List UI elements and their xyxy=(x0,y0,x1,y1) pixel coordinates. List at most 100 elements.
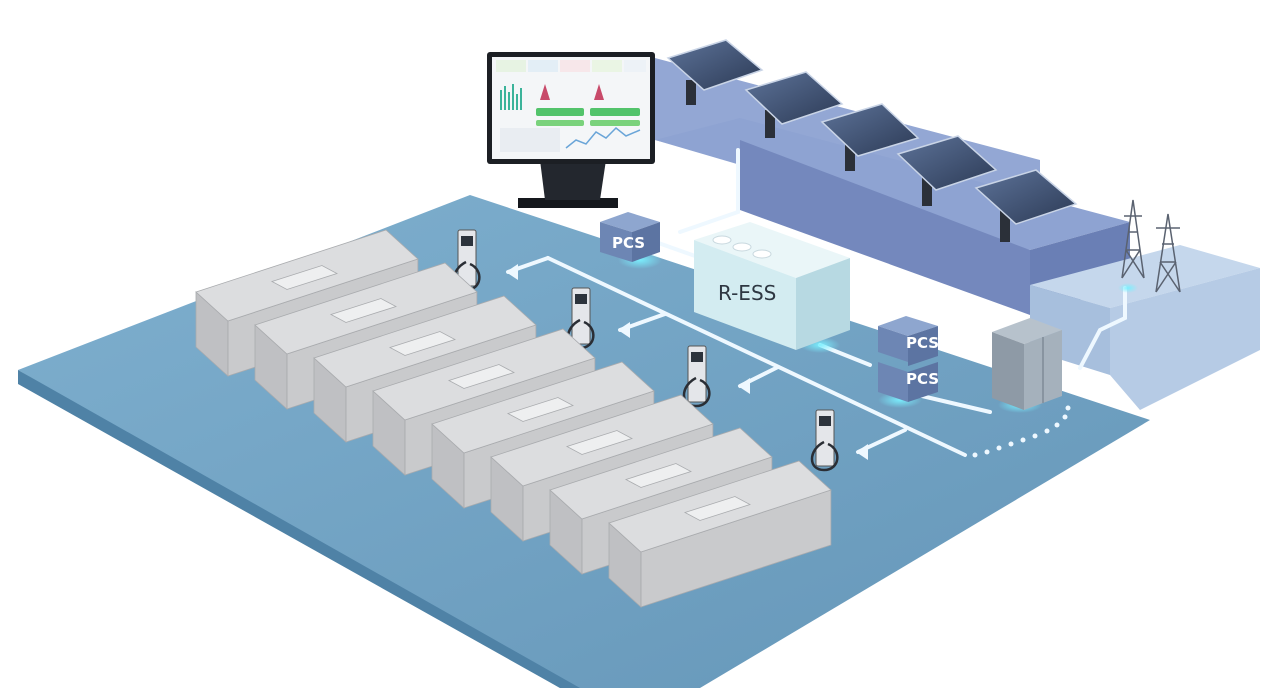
solar-panel-face xyxy=(896,135,998,191)
flow-main-diagonal xyxy=(546,256,967,457)
grid-dot xyxy=(972,452,978,458)
charger-cable xyxy=(682,376,711,408)
solar-panel-face xyxy=(744,71,844,125)
ui-bar xyxy=(520,88,522,110)
arrow-1 xyxy=(506,264,518,280)
solar-post xyxy=(686,80,696,105)
pcs-top xyxy=(600,212,660,232)
ev-charger-icon xyxy=(682,345,711,408)
tower-frame xyxy=(1121,199,1145,279)
ui-card xyxy=(592,60,622,72)
grid-dot xyxy=(1044,428,1050,434)
cabinet-front xyxy=(992,332,1024,410)
bus-roof-pack xyxy=(388,331,456,356)
grid-dot xyxy=(1032,433,1038,439)
flow-solar-down xyxy=(678,148,740,234)
charger-cable xyxy=(810,440,839,472)
switchgear-cabinet-icon xyxy=(992,318,1062,413)
grid-dot xyxy=(984,449,990,455)
ui-tower-mini xyxy=(540,84,550,100)
solar-panel-face xyxy=(820,103,920,157)
solar-platform-front xyxy=(740,140,1030,315)
pcs-front xyxy=(600,222,632,262)
bus-roof-pack xyxy=(624,463,692,488)
pcs-left-label: PCS xyxy=(612,234,645,252)
electric-bus-icon xyxy=(608,460,832,608)
dashboard-monitor-icon xyxy=(487,52,655,208)
transmission-tower-icon xyxy=(1121,199,1145,279)
grid-dot xyxy=(1054,422,1060,428)
ui-bar xyxy=(512,84,514,110)
bus-roof-pack xyxy=(683,496,751,521)
monitor-ui xyxy=(496,60,646,152)
charger-screen xyxy=(461,236,473,246)
ui-card xyxy=(528,60,558,72)
grid-dot xyxy=(1062,414,1068,420)
grid-dotted-line xyxy=(972,405,1071,458)
bus-roof-pack xyxy=(329,298,397,323)
tower-frame xyxy=(1155,213,1181,293)
arrow-3 xyxy=(738,378,750,394)
bus-fleet xyxy=(195,229,832,608)
ui-progress xyxy=(536,108,584,116)
solar-post xyxy=(1000,210,1010,242)
grid-dot xyxy=(1065,405,1071,411)
arrow-2 xyxy=(618,322,630,338)
charger-screen xyxy=(691,352,703,362)
ui-bar xyxy=(508,92,510,110)
bus-roof-pack xyxy=(447,364,515,389)
ui-bar xyxy=(504,86,506,110)
flow-arrowheads xyxy=(506,264,868,460)
cabinet-top xyxy=(992,318,1062,344)
bus-roof-pack xyxy=(565,430,633,455)
grid-platform-side xyxy=(1110,268,1260,410)
transmission-tower-icon xyxy=(1155,213,1181,293)
ev-charger-icon xyxy=(810,409,839,472)
ress-label: R-ESS xyxy=(718,281,776,305)
solar-post xyxy=(845,143,855,171)
bus-roof-pack xyxy=(270,265,338,290)
ress-front xyxy=(694,240,796,350)
pcs-upper-front xyxy=(878,326,908,362)
ui-card xyxy=(624,60,646,72)
ui-card xyxy=(560,60,590,72)
solar-panel-icon xyxy=(744,71,844,138)
ui-progress xyxy=(590,108,640,116)
monitor-stand xyxy=(540,160,606,200)
pcs-upper-side xyxy=(908,326,938,366)
solar-array xyxy=(666,39,1078,242)
ress-side xyxy=(796,258,850,350)
solar-panel-icon xyxy=(820,103,920,171)
grid-glow xyxy=(1118,283,1138,293)
grid-dot xyxy=(996,445,1002,451)
ui-bar xyxy=(516,94,518,110)
ui-bar-chart xyxy=(500,84,522,110)
charger-screen xyxy=(819,416,831,426)
pcs-right-bottom-label: PCS xyxy=(906,370,939,388)
pcs-side xyxy=(632,222,660,262)
pcs-unit-left: PCS xyxy=(600,212,662,269)
ress-unit: R-ESS xyxy=(694,222,850,353)
bus-roof-pack xyxy=(506,397,574,422)
grid-platform-top xyxy=(1030,245,1260,308)
pcs-unit-right-stack: PCS PCS xyxy=(878,316,939,408)
grid-dot xyxy=(1008,441,1014,447)
solar-panel-icon xyxy=(974,169,1078,242)
ui-card xyxy=(496,60,526,72)
ev-charger-icon xyxy=(566,287,595,350)
ress-cap xyxy=(732,242,752,252)
flow-grid-line xyxy=(1078,286,1127,370)
pcs-lower-side xyxy=(908,362,938,402)
monitor-stand-base xyxy=(518,198,618,208)
ui-table xyxy=(500,128,560,152)
ui-bar xyxy=(500,90,502,110)
ress-cap xyxy=(712,235,732,245)
solar-post xyxy=(922,176,932,206)
solar-post xyxy=(765,110,775,138)
solar-panel-face xyxy=(666,39,764,91)
pcs-right-top-label: PCS xyxy=(906,334,939,352)
grid-dot xyxy=(1020,437,1026,443)
ress-top xyxy=(694,222,850,278)
ui-tower-mini xyxy=(594,84,604,100)
